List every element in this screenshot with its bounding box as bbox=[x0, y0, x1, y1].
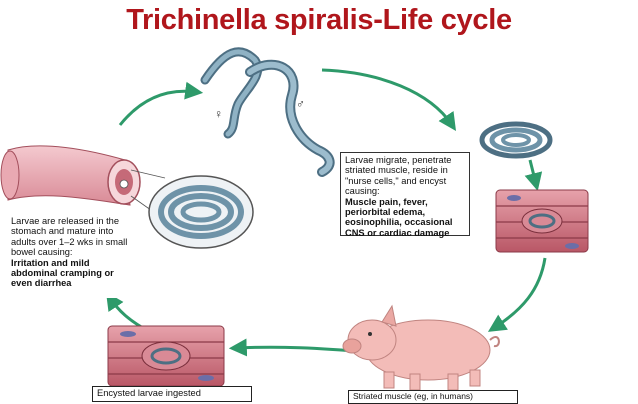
migration-symptoms: Muscle pain, fever, periorbital edema, e… bbox=[345, 196, 453, 238]
intestine-symptoms: Irritation and mild abdominal cramping o… bbox=[11, 257, 114, 289]
female-symbol: ♀ bbox=[214, 107, 223, 121]
arrow-adults-to-migrate bbox=[321, 68, 456, 131]
muscle-cyst-illustration bbox=[107, 325, 225, 387]
stage-box-intestine: Larvae are released in the stomach and m… bbox=[8, 214, 134, 298]
migration-description: Larvae migrate, penetrate striated muscl… bbox=[345, 155, 452, 197]
ingestion-label: Encysted larvae ingested bbox=[97, 388, 201, 398]
stage-box-striated-muscle: Striated muscle (eg, in humans) bbox=[348, 390, 518, 404]
muscle-right-illustration bbox=[495, 189, 589, 253]
arrow-gut-to-adults bbox=[118, 81, 204, 126]
intestine-illustration bbox=[0, 145, 166, 221]
striated-muscle-label: Striated muscle (eg, in humans) bbox=[353, 391, 473, 401]
page-title: Trichinella spiralis-Life cycle bbox=[126, 4, 512, 36]
migrating-larva-illustration bbox=[479, 121, 553, 159]
arrow-migrate-to-muscle bbox=[524, 159, 543, 191]
arrow-muscle-to-pig bbox=[487, 257, 547, 332]
adult-worms-illustration bbox=[200, 47, 335, 177]
stage-box-migration: Larvae migrate, penetrate striated muscl… bbox=[340, 152, 470, 238]
pig-illustration bbox=[342, 304, 500, 391]
male-symbol: ♂ bbox=[296, 97, 305, 111]
intestine-description: Larvae are released in the stomach and m… bbox=[11, 216, 128, 258]
magnified-larva-illustration bbox=[148, 175, 254, 249]
